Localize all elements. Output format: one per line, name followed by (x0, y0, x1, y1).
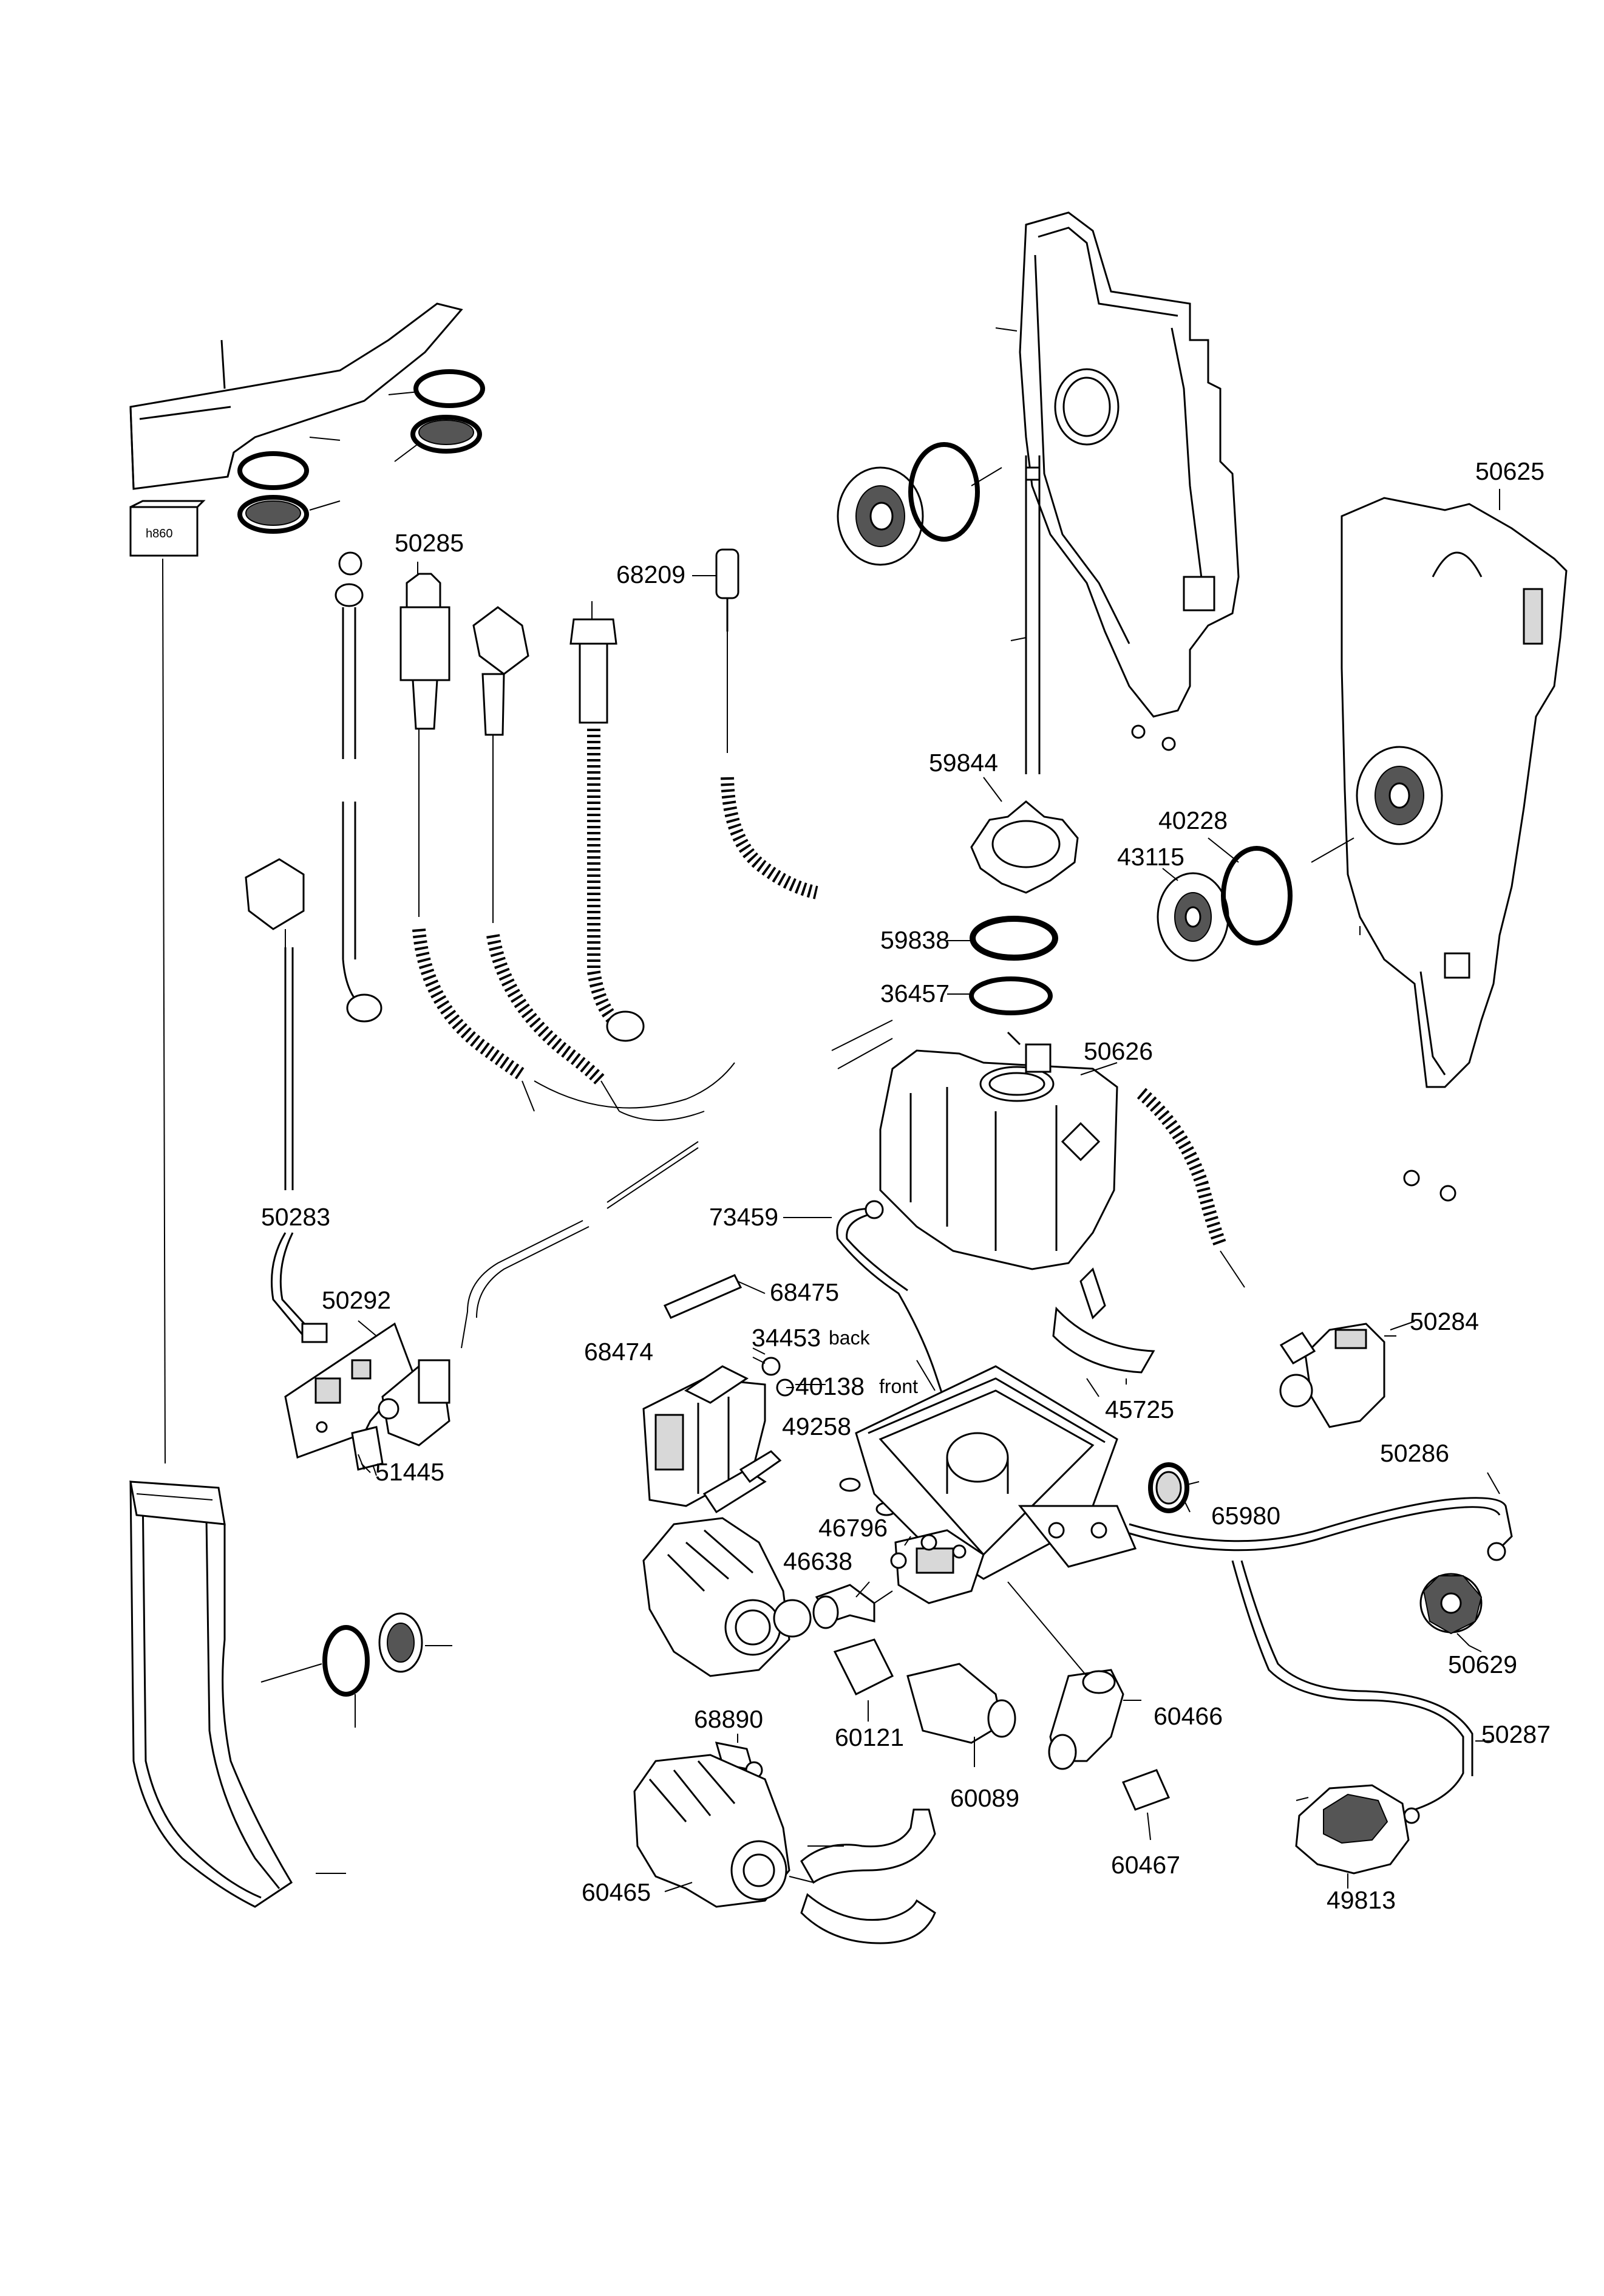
label-68474: 68474 (584, 1338, 653, 1366)
label-68475: 68475 (770, 1278, 839, 1306)
bracket-68475 (663, 1274, 766, 1319)
valve-51445 (351, 1359, 450, 1476)
inlet-hose-main (569, 601, 645, 1042)
label-60465: 60465 (582, 1878, 651, 1906)
clamp-60467 (1121, 1769, 1171, 1841)
drain-hose-right (1137, 1088, 1245, 1288)
label-46796: 46796 (818, 1514, 888, 1542)
label-50629: 50629 (1448, 1650, 1517, 1678)
elbow-46638 (812, 1584, 893, 1629)
circulation-duct-belt (129, 1480, 346, 1908)
cable-run (461, 1062, 735, 1349)
drain-seal-pair-left (260, 1612, 452, 1728)
label-36457: 36457 (880, 979, 950, 1007)
inlet-valve-50285 (399, 573, 535, 1112)
label-49813: 49813 (1327, 1886, 1396, 1914)
salt-cap-59844 (970, 800, 1079, 894)
label-50286: 50286 (1380, 1439, 1449, 1467)
seal-pair-right (1157, 846, 1293, 962)
label-59838: 59838 (880, 926, 950, 954)
duct-assembly (129, 302, 485, 534)
pcb-50292 (284, 1322, 414, 1459)
label-50284: 50284 (1410, 1307, 1479, 1335)
label-50626: 50626 (1084, 1037, 1153, 1065)
air-break-panel-50625 (1311, 497, 1568, 1202)
label-60466: 60466 (1154, 1702, 1223, 1730)
heat-pump-60465 (633, 1754, 814, 1908)
power-cord-50283 (245, 858, 328, 1343)
note-front: front (879, 1375, 918, 1397)
circulation-pump (642, 1517, 812, 1677)
label-50285: 50285 (395, 529, 464, 557)
gasket-36457 (969, 976, 1053, 1015)
label-51445: 51445 (375, 1458, 444, 1486)
drain-hose-68209 (715, 548, 818, 899)
sump-housing (855, 1360, 1137, 1580)
label-60467: 60467 (1111, 1851, 1180, 1879)
air-duct-frame (995, 211, 1240, 751)
note-back: back (829, 1327, 871, 1349)
label-59844: 59844 (929, 749, 998, 777)
label-50292: 50292 (322, 1286, 391, 1314)
label-60121: 60121 (835, 1723, 904, 1751)
tube-73459 (836, 1200, 948, 1409)
coupling-60121 (833, 1638, 894, 1722)
label-68890: 68890 (694, 1705, 763, 1733)
label-68209: 68209 (616, 560, 685, 588)
pressure-switch-50629 (1419, 1573, 1483, 1646)
pump-hoses (800, 1808, 936, 1944)
inlet-valve-secondary (472, 606, 620, 1112)
label-50625: 50625 (1475, 457, 1545, 485)
dispenser-68474 (642, 1357, 794, 1514)
label-43115: 43115 (1117, 843, 1184, 871)
h860-tag: h860 (129, 500, 206, 557)
label-49258: 49258 (782, 1412, 851, 1440)
label-65980: 65980 (1211, 1502, 1280, 1530)
label-46638: 46638 (783, 1547, 852, 1575)
hose-60089 (906, 1663, 1016, 1767)
ring-59838 (970, 916, 1058, 961)
label-45725: 45725 (1105, 1395, 1174, 1423)
part-labels: 50285 68209 50625 59844 40228 43115 5983… (261, 457, 1551, 1914)
spray-tube (1025, 455, 1041, 774)
label-40228: 40228 (1158, 806, 1228, 834)
label-50287: 50287 (1481, 1720, 1551, 1748)
pressure-hose (1129, 1497, 1513, 1824)
label-50283: 50283 (261, 1203, 330, 1231)
sump-tank-50626 (831, 1020, 1118, 1270)
label-40138: 40138 (795, 1372, 865, 1400)
h860-label: h860 (146, 527, 173, 540)
label-73459: 73459 (709, 1203, 778, 1231)
fitting-46796 (890, 1529, 985, 1604)
pressure-switch-49813 (1295, 1784, 1410, 1889)
gasket-65980 (1148, 1462, 1200, 1513)
label-60089: 60089 (950, 1784, 1019, 1812)
valve-50284 (1279, 1323, 1396, 1428)
label-34453: 34453 (752, 1324, 821, 1352)
spray-arm-bearing (837, 442, 1002, 566)
leader-lines (358, 489, 1500, 1892)
deflector-45725 (1052, 1267, 1155, 1385)
hose-60466 (1007, 1581, 1141, 1770)
inlet-hose-fitting-small (335, 551, 382, 1023)
